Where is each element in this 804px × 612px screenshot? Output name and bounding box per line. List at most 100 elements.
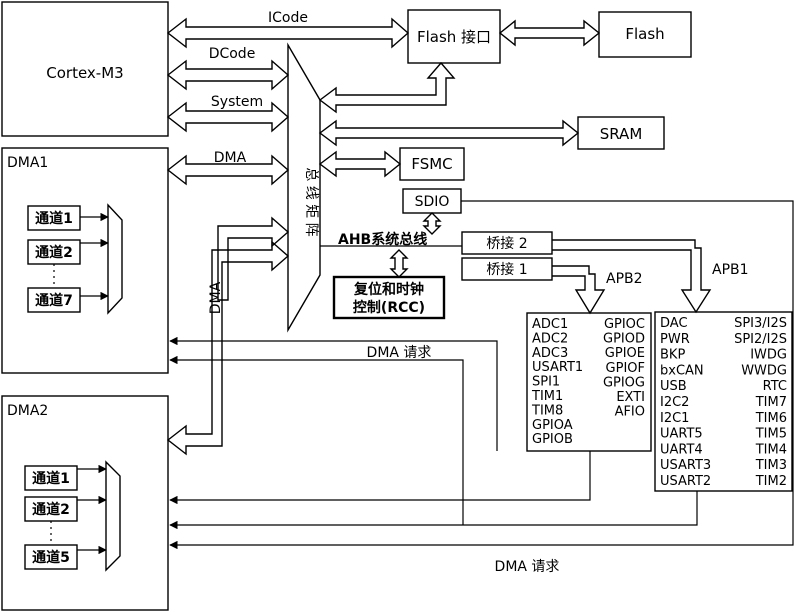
apb2-label: APB2 bbox=[606, 271, 643, 287]
apb2-peripheral-left-2: ADC3 bbox=[532, 346, 568, 361]
flash-block bbox=[598, 11, 692, 58]
cortex-m3-label: Cortex-M3 bbox=[46, 64, 123, 82]
sdio-request-line bbox=[169, 200, 794, 550]
apb2-peripheral-right-3: GPIOF bbox=[606, 361, 645, 376]
apb1-peripheral-left-3: bxCAN bbox=[660, 363, 704, 378]
apb2-peripheral-right-1: GPIOD bbox=[603, 332, 645, 347]
apb1-peripheral-left-8: UART4 bbox=[660, 442, 703, 457]
apb1-peripheral-right-4: RTC bbox=[763, 379, 787, 394]
matrix-to-flash-arrow bbox=[318, 61, 456, 114]
apb1-peripheral-left-2: BKP bbox=[660, 348, 685, 363]
sdio-bus-arrow bbox=[422, 212, 442, 235]
icode-label: ICode bbox=[268, 10, 308, 26]
dma-request-label-1: DMA 请求 bbox=[367, 345, 432, 361]
dma-vertical-label: DMA bbox=[208, 281, 224, 314]
apb2-peripheral-left-6: TIM8 bbox=[531, 403, 563, 418]
flash-label: Flash bbox=[625, 25, 664, 43]
dma2-block bbox=[1, 395, 169, 611]
system-label: System bbox=[211, 94, 263, 110]
rcc-block bbox=[332, 275, 446, 320]
apb2-peripheral-left-5: TIM1 bbox=[531, 389, 563, 404]
apb1-peripheral-right-10: TIM2 bbox=[755, 474, 787, 489]
system-bus-arrow bbox=[166, 101, 290, 133]
dma1-arbiter bbox=[107, 203, 123, 315]
apb1-peripheral-left-10: USART2 bbox=[660, 474, 711, 489]
flash-interface-label: Flash 接口 bbox=[417, 28, 491, 46]
flash-link-arrow bbox=[498, 19, 601, 47]
fsmc-bus-arrow bbox=[318, 150, 402, 178]
dma2-request-line-1 bbox=[169, 451, 591, 505]
dma2-request-line-2 bbox=[169, 491, 698, 530]
apb1-peripheral-list-right: SPI3/I2SSPI2/I2SIWDGWWDGRTCTIM7TIM6TIM5T… bbox=[734, 316, 787, 489]
dma1-channel-7-label: 通道7 bbox=[35, 292, 73, 309]
dcode-bus-arrow bbox=[166, 59, 290, 91]
rcc-label-line2: 控制(RCC) bbox=[353, 299, 425, 316]
rcc-label-line1: 复位和时钟 bbox=[353, 281, 424, 298]
apb1-peripheral-left-4: USB bbox=[660, 379, 687, 394]
apb2-peripheral-right-6: AFIO bbox=[615, 405, 645, 420]
apb1-peripheral-right-5: TIM7 bbox=[755, 395, 787, 410]
icode-bus-arrow bbox=[166, 17, 410, 49]
apb2-peripheral-left-1: ADC2 bbox=[532, 331, 568, 346]
rcc-bus-arrow bbox=[389, 249, 409, 278]
dma2-channel-1-label: 通道1 bbox=[32, 470, 70, 487]
dma2-label: DMA2 bbox=[7, 403, 48, 419]
dma1-block bbox=[1, 147, 169, 374]
dma1-channel-1-box bbox=[27, 205, 81, 231]
dma1-channel-2-label: 通道2 bbox=[35, 244, 73, 261]
bridge2-block bbox=[461, 231, 553, 255]
apb1-peripheral-left-6: I2C1 bbox=[660, 411, 689, 426]
dma-request-label-2: DMA 请求 bbox=[495, 559, 560, 575]
ahb-label: AHB系统总线 bbox=[338, 231, 427, 248]
apb1-peripheral-left-0: DAC bbox=[660, 316, 688, 331]
dma2-channel-1-box bbox=[24, 465, 78, 491]
dma1-channel-7-box bbox=[27, 287, 81, 313]
sdio-label: SDIO bbox=[415, 194, 450, 210]
apb2-peripheral-right-5: EXTI bbox=[616, 390, 645, 405]
bridge2-label: 桥接 2 bbox=[486, 235, 527, 252]
dma1-request-line-1 bbox=[169, 336, 498, 451]
dma2-channel-5-label: 通道5 bbox=[32, 549, 70, 566]
apb1-bus-arrow bbox=[552, 239, 712, 314]
apb1-peripheral-right-8: TIM4 bbox=[755, 442, 787, 457]
apb2-peripheral-left-0: ADC1 bbox=[532, 317, 568, 332]
apb2-peripheral-right-0: GPIOC bbox=[604, 317, 645, 332]
apb1-peripheral-left-5: I2C2 bbox=[660, 395, 689, 410]
apb1-peripheral-right-0: SPI3/I2S bbox=[734, 316, 787, 331]
apb1-peripheral-right-6: TIM6 bbox=[755, 411, 787, 426]
apb2-peripheral-right-4: GPIOG bbox=[603, 375, 645, 390]
bridge1-label: 桥接 1 bbox=[486, 261, 527, 278]
dma2-channel-5-box bbox=[24, 544, 78, 570]
apb1-peripheral-right-3: WWDG bbox=[741, 363, 787, 378]
apb1-peripheral-left-7: UART5 bbox=[660, 427, 703, 442]
dma1-label: DMA1 bbox=[7, 155, 48, 171]
apb2-peripheral-left-7: GPIOA bbox=[532, 418, 573, 433]
sram-label: SRAM bbox=[600, 125, 643, 143]
dma2-channel-2-label: 通道2 bbox=[32, 501, 70, 518]
dma-bus-arrow bbox=[166, 154, 290, 186]
dma1-path-arrow bbox=[217, 216, 290, 301]
apb2-peripheral-right-2: GPIOE bbox=[605, 346, 645, 361]
sram-bus-arrow bbox=[318, 119, 580, 147]
bridge1-block bbox=[461, 257, 553, 281]
apb1-peripheral-left-1: PWR bbox=[660, 332, 690, 347]
bus-matrix-label: 总 线 矩 阵 bbox=[303, 167, 319, 236]
apb2-peripheral-left-8: GPIOB bbox=[532, 432, 573, 447]
apb1-peripheral-left-9: USART3 bbox=[660, 458, 711, 473]
apb1-peripheral-right-7: TIM5 bbox=[755, 427, 787, 442]
apb1-peripheral-right-9: TIM3 bbox=[755, 458, 787, 473]
apb1-peripheral-right-2: IWDG bbox=[750, 348, 787, 363]
apb2-peripheral-left-3: USART1 bbox=[532, 360, 583, 375]
dma2-path-arrow bbox=[166, 240, 290, 456]
dma1-channel-1-label: 通道1 bbox=[35, 210, 73, 227]
dcode-label: DCode bbox=[209, 46, 256, 62]
dma-bus-label: DMA bbox=[214, 150, 247, 166]
apb1-peripheral-right-1: SPI2/I2S bbox=[734, 332, 787, 347]
cortex-m3-block bbox=[1, 1, 169, 137]
bus-matrix bbox=[287, 42, 321, 333]
apb1-peripheral-list-left: DACPWRBKPbxCANUSBI2C2I2C1UART5UART4USART… bbox=[660, 316, 711, 489]
apb2-bus-arrow bbox=[552, 265, 606, 315]
